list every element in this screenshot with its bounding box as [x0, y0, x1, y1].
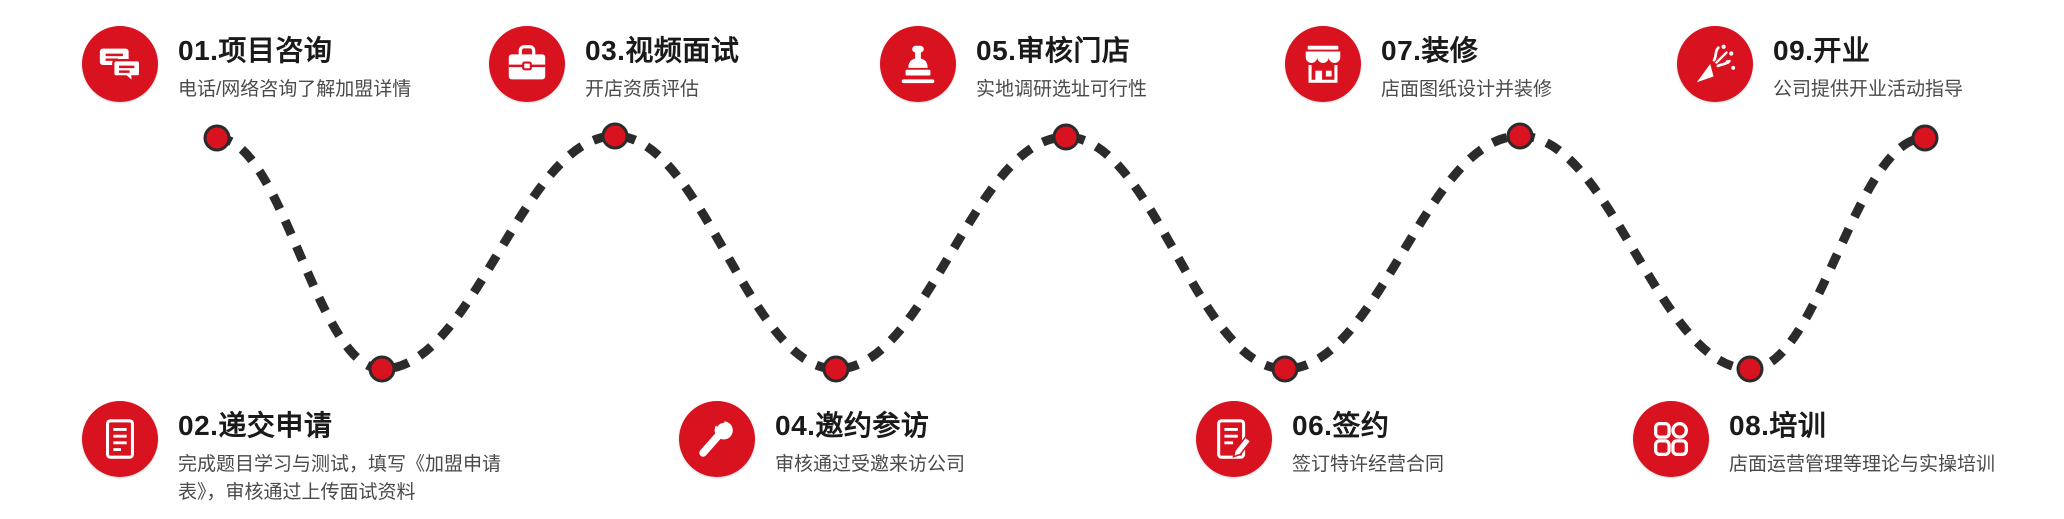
- wave-dot: [1911, 124, 1939, 152]
- step-02: 02.递交申请 完成题目学习与测试，填写《加盟申请表》，审核通过上传面试资料: [82, 401, 514, 506]
- step-06-badge: [1196, 401, 1272, 477]
- wave-dot: [1052, 123, 1080, 151]
- step-desc: 签订特许经营合同: [1292, 454, 1445, 475]
- wave-dot: [1506, 122, 1534, 150]
- wave-dot: [368, 355, 396, 383]
- wave-dot: [1736, 355, 1764, 383]
- step-01: 01.项目咨询 电话/网络咨询了解加盟详情: [82, 26, 411, 104]
- step-01-badge: [82, 26, 158, 102]
- step-title: 01.项目咨询: [178, 35, 333, 66]
- wave-dot: [203, 124, 231, 152]
- official-seal-icon: [901, 45, 935, 84]
- contract-pen-icon: [1217, 419, 1252, 459]
- step-desc: 实地调研选址可行性: [976, 79, 1148, 100]
- step-desc: 电话/网络咨询了解加盟详情: [178, 79, 412, 100]
- application-form-icon: [106, 419, 134, 459]
- step-05-badge: [880, 26, 956, 102]
- step-title: 06.签约: [1292, 410, 1390, 441]
- step-title: 07.装修: [1381, 35, 1479, 66]
- step-09-badge: [1677, 26, 1753, 102]
- wave-dot: [822, 355, 850, 383]
- step-04-badge: [679, 401, 755, 477]
- step-desc: 公司提供开业活动指导: [1773, 79, 1964, 100]
- step-title: 04.邀约参访: [775, 410, 930, 441]
- step-desc: 开店资质评估: [585, 79, 700, 100]
- chat-bubbles-icon: [99, 48, 142, 85]
- step-desc: 审核通过受邀来访公司: [775, 454, 966, 475]
- step-06: 06.签约 签订特许经营合同: [1196, 401, 1444, 479]
- step-title: 08.培训: [1729, 410, 1827, 441]
- grid-squares-icon: [1654, 422, 1688, 456]
- step-07: 07.装修 店面图纸设计并装修: [1285, 26, 1552, 104]
- wave-dot: [1271, 355, 1299, 383]
- party-popper-icon: [1696, 44, 1736, 83]
- step-08: 08.培训 店面运营管理等理论与实操培训: [1633, 401, 1995, 479]
- step-desc: 店面图纸设计并装修: [1381, 79, 1553, 100]
- step-title: 05.审核门店: [976, 35, 1131, 66]
- step-03: 03.视频面试 开店资质评估: [489, 26, 739, 104]
- step-07-badge: [1285, 26, 1361, 102]
- step-desc: 店面运营管理等理论与实操培训: [1729, 454, 1996, 475]
- step-05: 05.审核门店 实地调研选址可行性: [880, 26, 1147, 104]
- step-03-badge: [489, 26, 565, 102]
- wave-dashed-line: [216, 131, 1926, 374]
- step-desc: 完成题目学习与测试，填写《加盟申请表》，审核通过上传面试资料: [178, 454, 502, 503]
- microphone-icon: [699, 420, 733, 457]
- step-08-badge: [1633, 401, 1709, 477]
- step-02-badge: [82, 401, 158, 477]
- step-title: 03.视频面试: [585, 35, 740, 66]
- wave-dot: [601, 122, 629, 150]
- step-09: 09.开业 公司提供开业活动指导: [1677, 26, 1963, 104]
- step-title: 09.开业: [1773, 35, 1871, 66]
- briefcase-icon: [508, 45, 546, 80]
- step-04: 04.邀约参访 审核通过受邀来访公司: [679, 401, 965, 479]
- step-title: 02.递交申请: [178, 410, 333, 441]
- storefront-icon: [1305, 45, 1341, 83]
